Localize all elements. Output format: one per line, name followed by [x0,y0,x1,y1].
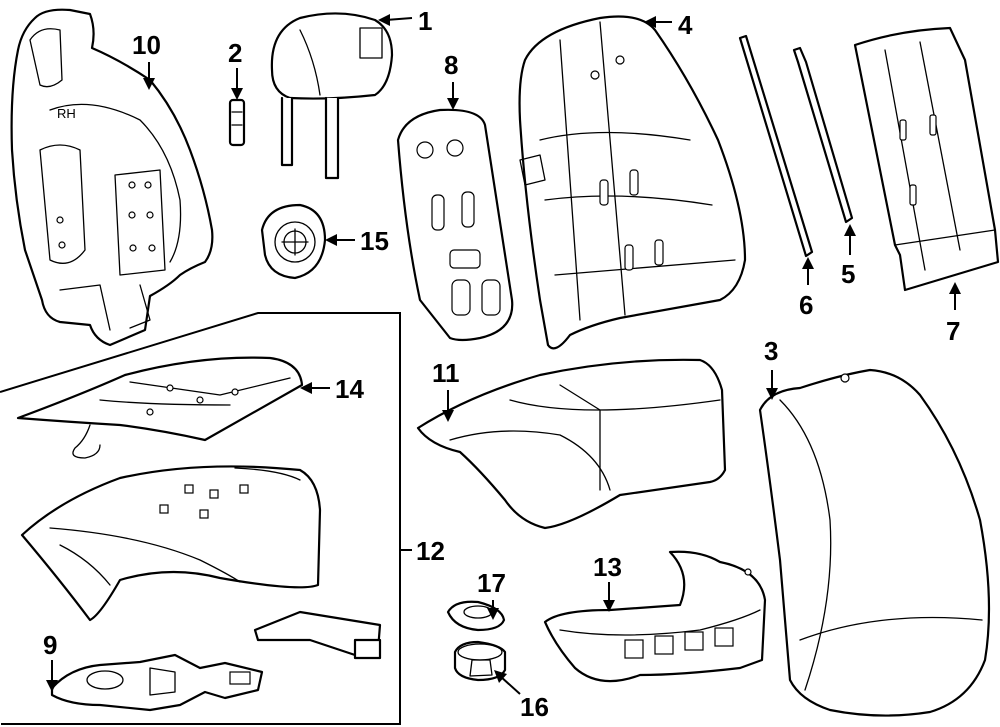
callout-1: 1 [418,6,432,36]
callout-2: 2 [228,38,242,68]
part-17-retainer-ring [446,600,506,632]
callout-13: 13 [593,552,622,582]
part-13-side-trim-panel [543,550,767,683]
part-7-rear-panel [853,26,1000,292]
part-10-seat-back-frame: RH [10,8,214,347]
callout-5: 5 [841,259,855,289]
part-12-seat-cushion-group-box [0,312,401,725]
callout-7: 7 [946,316,960,346]
callout-numbers: 1 2 3 4 5 6 7 8 9 10 11 12 13 14 15 16 1… [43,6,960,722]
part-15-actuator [260,203,327,280]
part-5-rod [792,46,854,224]
part-16-bushing [453,640,507,682]
part-11-seat-cushion-cover [416,358,727,530]
callout-16: 16 [520,692,549,722]
part-4-seat-back-frame-assembly [518,15,747,350]
part-3-seat-back-cover [758,368,991,717]
callout-11: 11 [432,358,460,388]
callout-17: 17 [477,568,506,598]
part-1-headrest [270,12,394,180]
callout-15: 15 [360,226,389,256]
part-9-sensor-mat [50,653,264,712]
part-8-lumbar-panel [396,108,514,342]
part-6-rod [738,34,814,258]
callout-12: 12 [416,536,445,566]
callout-8: 8 [444,50,458,80]
callout-3: 3 [764,336,778,366]
callout-10: 10 [132,30,161,60]
callout-6: 6 [799,290,813,320]
callout-leaders [46,14,961,695]
callout-4: 4 [678,10,693,40]
seat-cushion-frame [20,465,322,622]
part-2-headrest-guide [228,98,246,147]
callout-14: 14 [335,374,364,404]
callout-9: 9 [43,630,57,660]
rh-side-marking: RH [57,106,76,121]
part-14-cushion-pad [16,356,304,459]
seat-cushion-bracket [253,610,382,660]
